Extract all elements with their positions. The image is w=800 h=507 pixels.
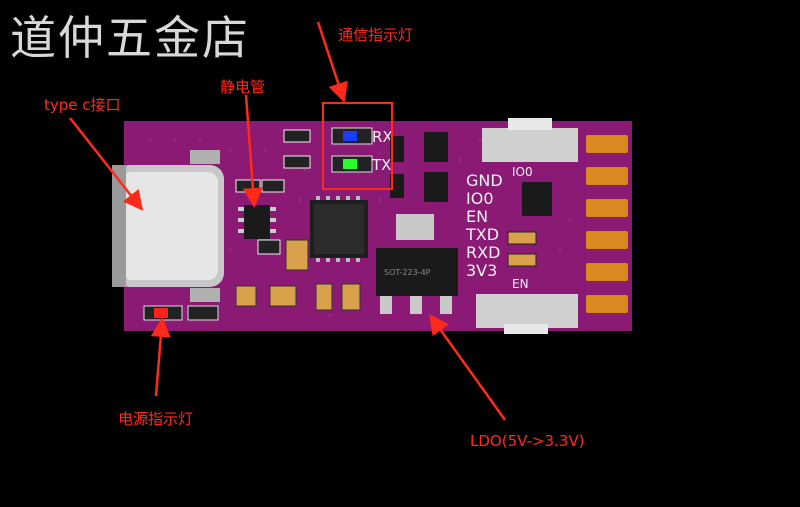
pin-label: 3V3 [466, 261, 497, 280]
silk-tx: TX [371, 156, 391, 174]
comm-leds: RX TX [331, 127, 393, 174]
silk-rx: RX [372, 128, 393, 146]
comm-led-highlight-box [322, 102, 393, 190]
ldo-marking: SOT-223-4P [384, 268, 431, 277]
pin-label: IO0 [466, 189, 494, 208]
arrow-comm-led [316, 21, 348, 103]
transistors [390, 132, 448, 202]
arrow-esd [242, 94, 263, 208]
en-button: EN [476, 277, 578, 334]
io0-button: IO0 [482, 118, 578, 179]
aux-chip [522, 182, 552, 216]
label-typec: type c接口 [44, 96, 121, 114]
pin-label: EN [466, 207, 488, 226]
arrow-ldo [429, 313, 507, 421]
arrow-typec [69, 117, 144, 211]
label-ldo: LDO(5V->3.3V) [470, 432, 585, 450]
label-power-led: 电源指示灯 [118, 410, 194, 428]
watermark-title: 道仲五金店 [10, 11, 250, 65]
edge-pads [586, 135, 628, 313]
qfn-bridge-chip [310, 196, 368, 262]
label-comm-led: 通信指示灯 [338, 26, 414, 44]
pin-label: RXD [466, 243, 500, 262]
esd-chip [238, 205, 276, 239]
pin-resistors [507, 231, 537, 267]
pin-labels: GND IO0 EN TXD RXD 3V3 [465, 171, 503, 280]
pin-label: GND [466, 171, 503, 190]
power-led [143, 305, 219, 321]
ldo-regulator: SOT-223-4P [376, 214, 458, 314]
silk-io0-top: IO0 [512, 165, 533, 179]
pin-label: TXD [465, 225, 499, 244]
silk-en: EN [512, 277, 529, 291]
label-esd: 静电管 [220, 78, 266, 96]
typec-connector [112, 150, 224, 302]
arrow-power-led [150, 317, 171, 397]
